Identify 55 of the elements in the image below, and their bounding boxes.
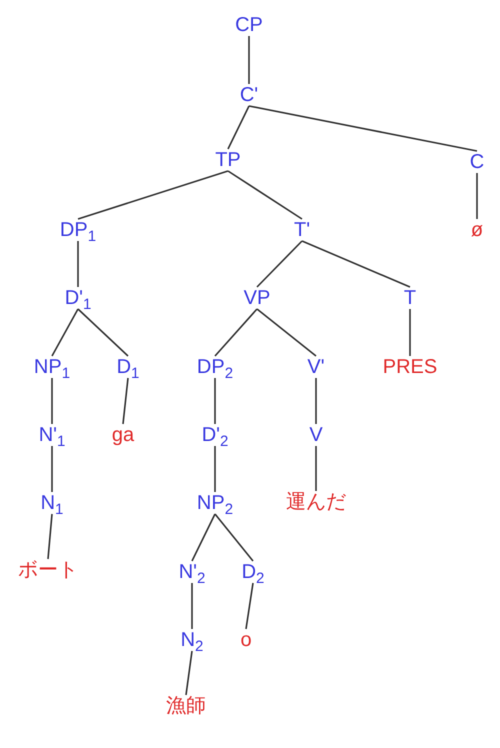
branch-line xyxy=(51,378,53,424)
category-label: D$_{1}$ xyxy=(116,356,140,378)
category-label: N$_{1}$ xyxy=(40,492,64,514)
category-label: TP xyxy=(215,149,241,171)
branch-line xyxy=(191,583,193,629)
branch-line xyxy=(78,170,228,220)
category-label: NP$_{1}$ xyxy=(34,356,70,378)
branch-line xyxy=(77,241,79,287)
branch-line xyxy=(256,308,316,357)
branch-line xyxy=(214,378,216,424)
category-label: D'$_{1}$ xyxy=(64,287,92,309)
category-label: N'$_{2}$ xyxy=(178,561,206,583)
category-label: T xyxy=(404,287,416,309)
word-label: ø xyxy=(470,219,484,241)
category-label: D$_{2}$ xyxy=(242,561,264,583)
category-label: N'$_{1}$ xyxy=(38,424,66,446)
branch-line xyxy=(214,308,258,357)
branch-line xyxy=(315,446,317,491)
category-label: DP$_{2}$ xyxy=(196,356,234,378)
branch-line xyxy=(315,378,317,424)
branch-line xyxy=(227,106,250,150)
branch-line xyxy=(214,446,216,492)
branch-line xyxy=(256,240,303,288)
branch-line xyxy=(51,308,79,356)
word-label: ボート xyxy=(18,559,78,581)
category-label: V' xyxy=(307,356,325,378)
branch-line xyxy=(245,582,254,630)
category-label: C' xyxy=(240,84,258,106)
branch-line xyxy=(302,240,410,288)
category-label: T' xyxy=(294,219,310,241)
category-label: C xyxy=(470,151,484,173)
category-label: N$_{2}$ xyxy=(180,629,204,651)
category-label: D'$_{2}$ xyxy=(202,424,228,446)
category-label: VP xyxy=(244,287,270,309)
category-label: NP$_{2}$ xyxy=(196,492,234,514)
branch-line xyxy=(409,309,411,356)
branch-line xyxy=(248,36,250,84)
branch-line xyxy=(476,173,478,219)
word-label: 運んだ xyxy=(286,491,346,513)
branch-line xyxy=(214,514,254,562)
word-label: PRES xyxy=(382,356,438,378)
branch-line xyxy=(51,446,53,492)
branch-line xyxy=(47,514,53,560)
branch-line xyxy=(191,514,216,562)
branch-line xyxy=(77,308,129,357)
category-label: V xyxy=(309,424,323,446)
word-label: ga xyxy=(112,424,134,446)
branch-line xyxy=(248,105,478,152)
word-label: 漁師 xyxy=(166,695,206,717)
category-label: CP xyxy=(235,14,263,36)
category-label: DP$_{1}$ xyxy=(60,219,96,241)
branch-line xyxy=(122,378,129,424)
branch-line xyxy=(185,650,193,696)
word-label: o xyxy=(240,629,252,651)
branch-line xyxy=(228,170,302,220)
